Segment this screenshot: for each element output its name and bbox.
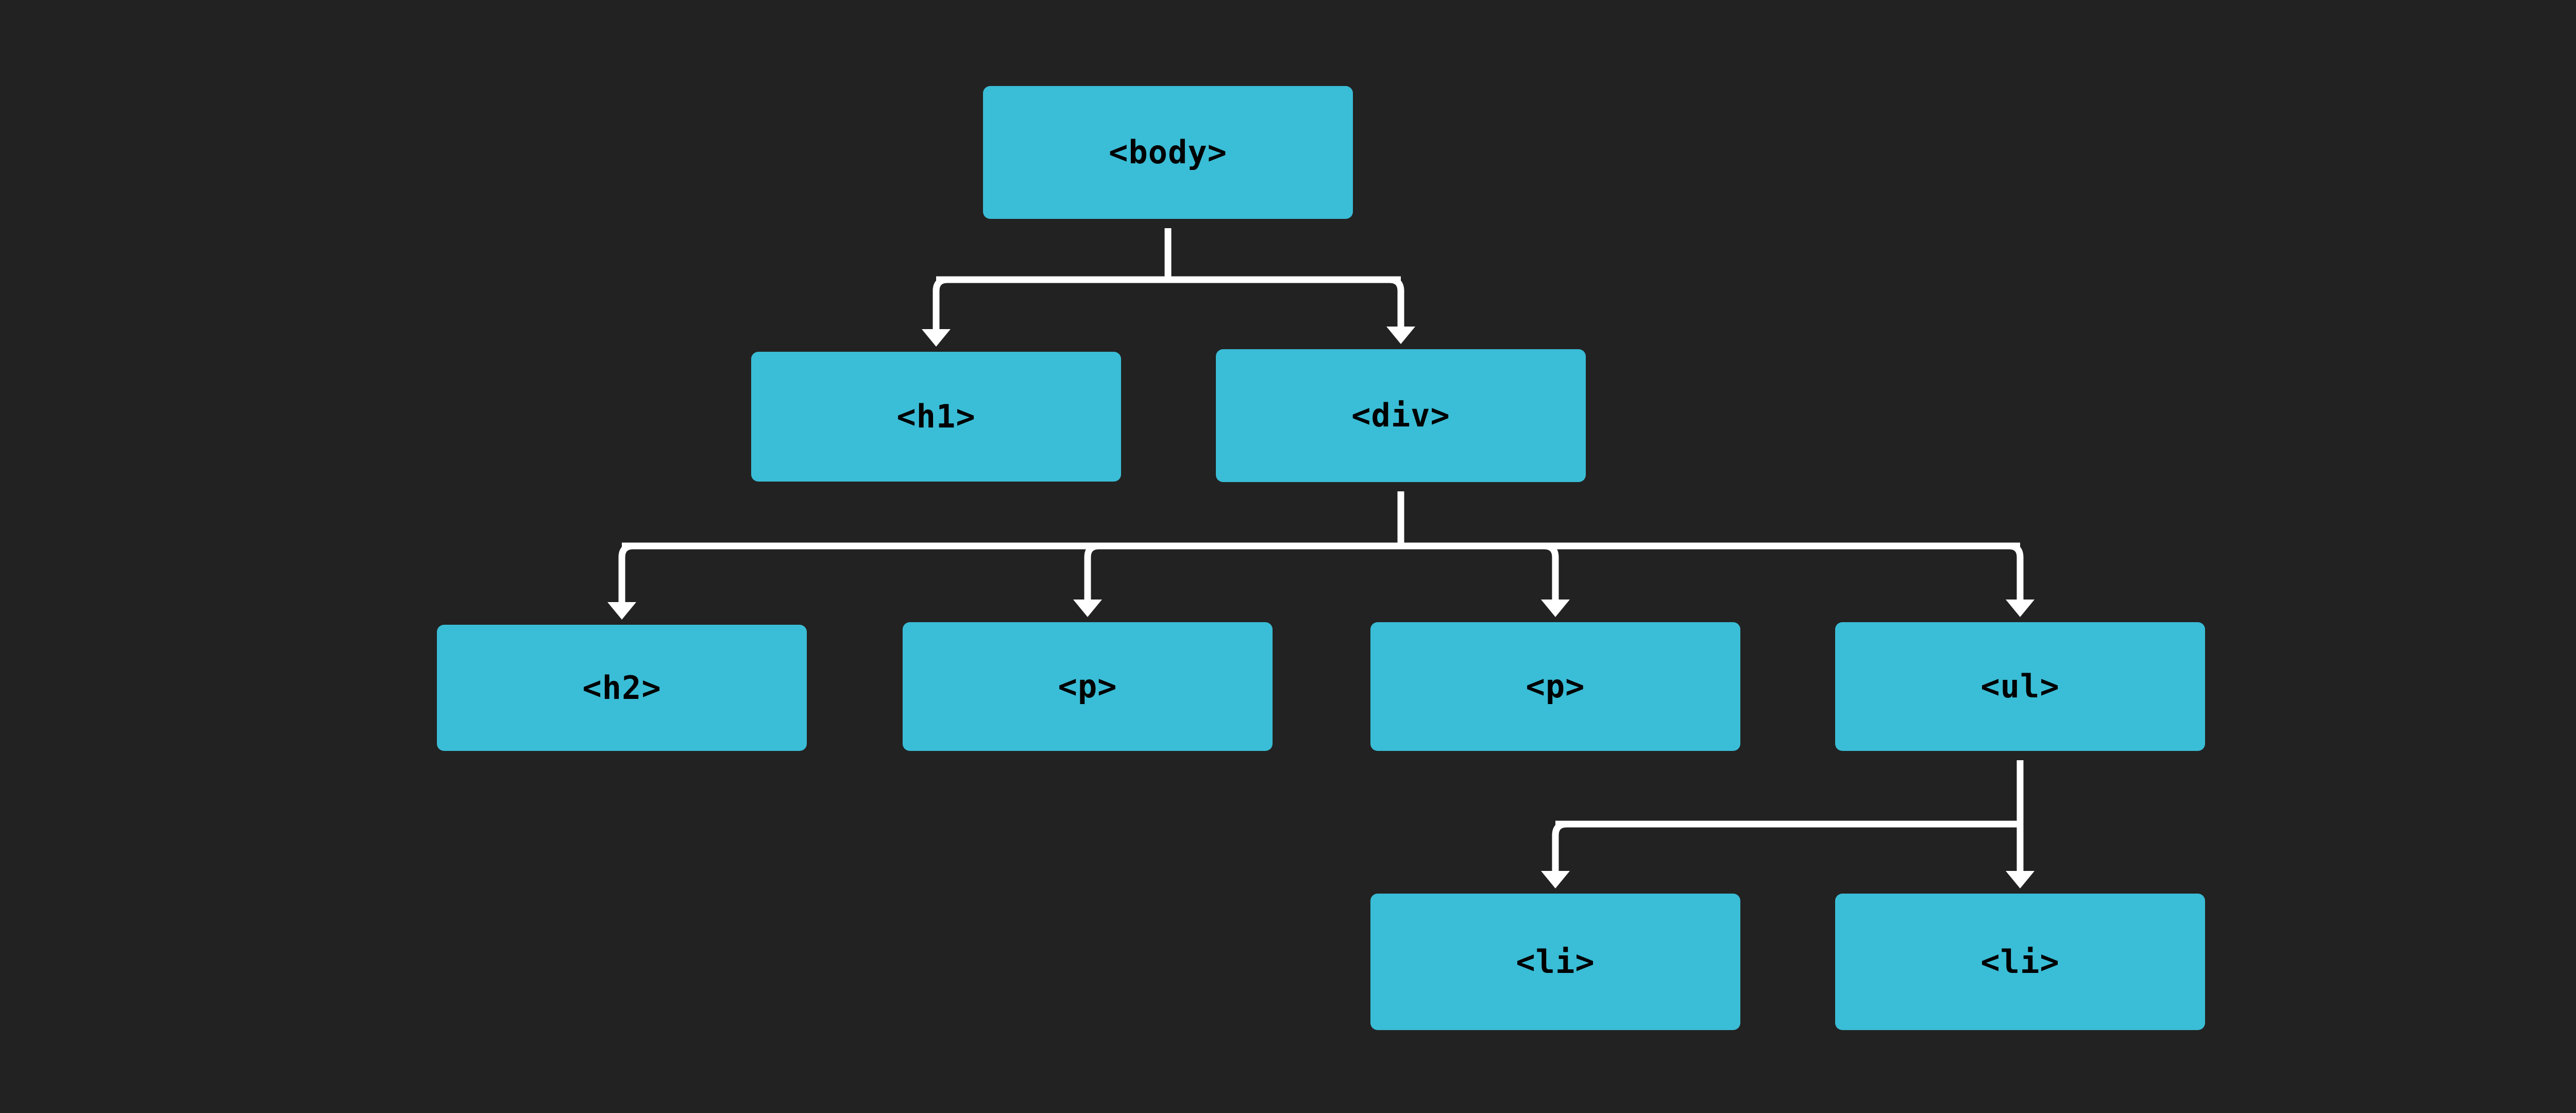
- node-ul[interactable]: <ul>: [1835, 622, 2205, 751]
- arrowhead-ul-li2: [2006, 871, 2035, 888]
- arrowhead-div-ul: [2006, 600, 2035, 617]
- arrowhead-body-div: [1386, 327, 1415, 344]
- node-label-body: <body>: [1109, 133, 1227, 171]
- node-label-p1: <p>: [1058, 667, 1117, 705]
- edge-drop-div-ul: [2008, 542, 2024, 600]
- arrowhead-div-h2: [607, 602, 636, 620]
- arrowhead-body-h1: [922, 329, 951, 347]
- node-li2[interactable]: <li>: [1835, 894, 2205, 1030]
- arrowhead-ul-li1: [1541, 871, 1570, 888]
- node-body[interactable]: <body>: [983, 86, 1353, 219]
- node-label-li2: <li>: [1980, 943, 2060, 981]
- node-h1[interactable]: <h1>: [751, 352, 1121, 482]
- node-label-h1: <h1>: [896, 398, 976, 435]
- node-label-h2: <h2>: [582, 669, 662, 707]
- node-div[interactable]: <div>: [1216, 349, 1586, 482]
- node-label-ul: <ul>: [1980, 667, 2060, 705]
- edge-drop-div-p2: [1544, 542, 1559, 600]
- edge-drop-body-div: [1389, 276, 1404, 327]
- node-li1[interactable]: <li>: [1370, 894, 1740, 1030]
- node-p2[interactable]: <p>: [1370, 622, 1740, 751]
- node-h2[interactable]: <h2>: [437, 625, 807, 751]
- node-label-div: <div>: [1351, 397, 1450, 434]
- arrowhead-div-p2: [1541, 600, 1570, 617]
- node-label-p2: <p>: [1526, 667, 1585, 705]
- edge-drop-div-h2: [618, 542, 634, 602]
- edge-drop-div-p1: [1084, 542, 1099, 600]
- node-p1[interactable]: <p>: [903, 622, 1273, 751]
- edge-drop-body-h1: [933, 276, 948, 329]
- edge-drop-ul-li1: [1552, 820, 1567, 871]
- node-label-li1: <li>: [1516, 943, 1595, 981]
- arrowhead-div-p1: [1073, 600, 1102, 617]
